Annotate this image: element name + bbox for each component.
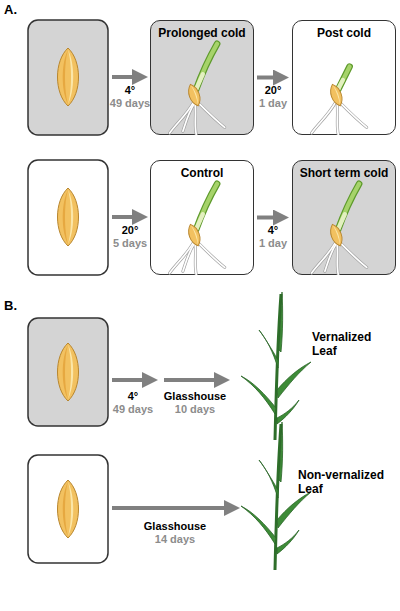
annotation-label: 20° bbox=[238, 84, 308, 97]
annotation-label: 4° bbox=[98, 390, 168, 403]
plant bbox=[241, 292, 311, 440]
annotation-label: 4° bbox=[238, 224, 308, 237]
seed bbox=[58, 343, 79, 401]
stage-title: Post cold bbox=[293, 26, 395, 40]
stage-title: Prolonged cold bbox=[151, 26, 253, 40]
seed-box bbox=[28, 160, 108, 275]
plant bbox=[241, 422, 311, 570]
process-arrow bbox=[164, 378, 214, 382]
seed bbox=[58, 188, 79, 246]
annotation-label: 14 days bbox=[130, 533, 220, 546]
seed bbox=[58, 480, 79, 538]
process-arrow bbox=[112, 75, 132, 79]
annotation-label: Glasshouse bbox=[155, 390, 235, 403]
annotation-label: 5 days bbox=[95, 237, 165, 250]
annotation-label: 10 days bbox=[155, 403, 235, 416]
stage-title: Short term cold bbox=[293, 166, 395, 180]
seed-box bbox=[28, 20, 108, 135]
process-arrow bbox=[112, 506, 224, 510]
seed bbox=[58, 48, 79, 106]
annotation-label: Non-vernalized Leaf bbox=[298, 468, 398, 496]
annotation-label: 1 day bbox=[238, 237, 308, 250]
annotation-label: B. bbox=[4, 298, 34, 313]
annotation-label: Vernalized Leaf bbox=[312, 330, 390, 358]
process-arrow bbox=[257, 216, 273, 220]
annotation-label: Glasshouse bbox=[130, 520, 220, 533]
annotation-label: A. bbox=[4, 2, 34, 17]
process-arrow bbox=[257, 76, 273, 80]
annotation-label: 20° bbox=[95, 224, 165, 237]
annotation-label: 1 day bbox=[238, 97, 308, 110]
seed-box bbox=[28, 318, 108, 426]
process-arrow bbox=[112, 378, 142, 382]
stage-title: Control bbox=[151, 166, 253, 180]
annotation-label: 49 days bbox=[95, 97, 165, 110]
process-arrow bbox=[112, 215, 132, 219]
seed-box bbox=[28, 455, 108, 563]
annotation-label: 4° bbox=[95, 84, 165, 97]
annotation-label: 49 days bbox=[98, 403, 168, 416]
